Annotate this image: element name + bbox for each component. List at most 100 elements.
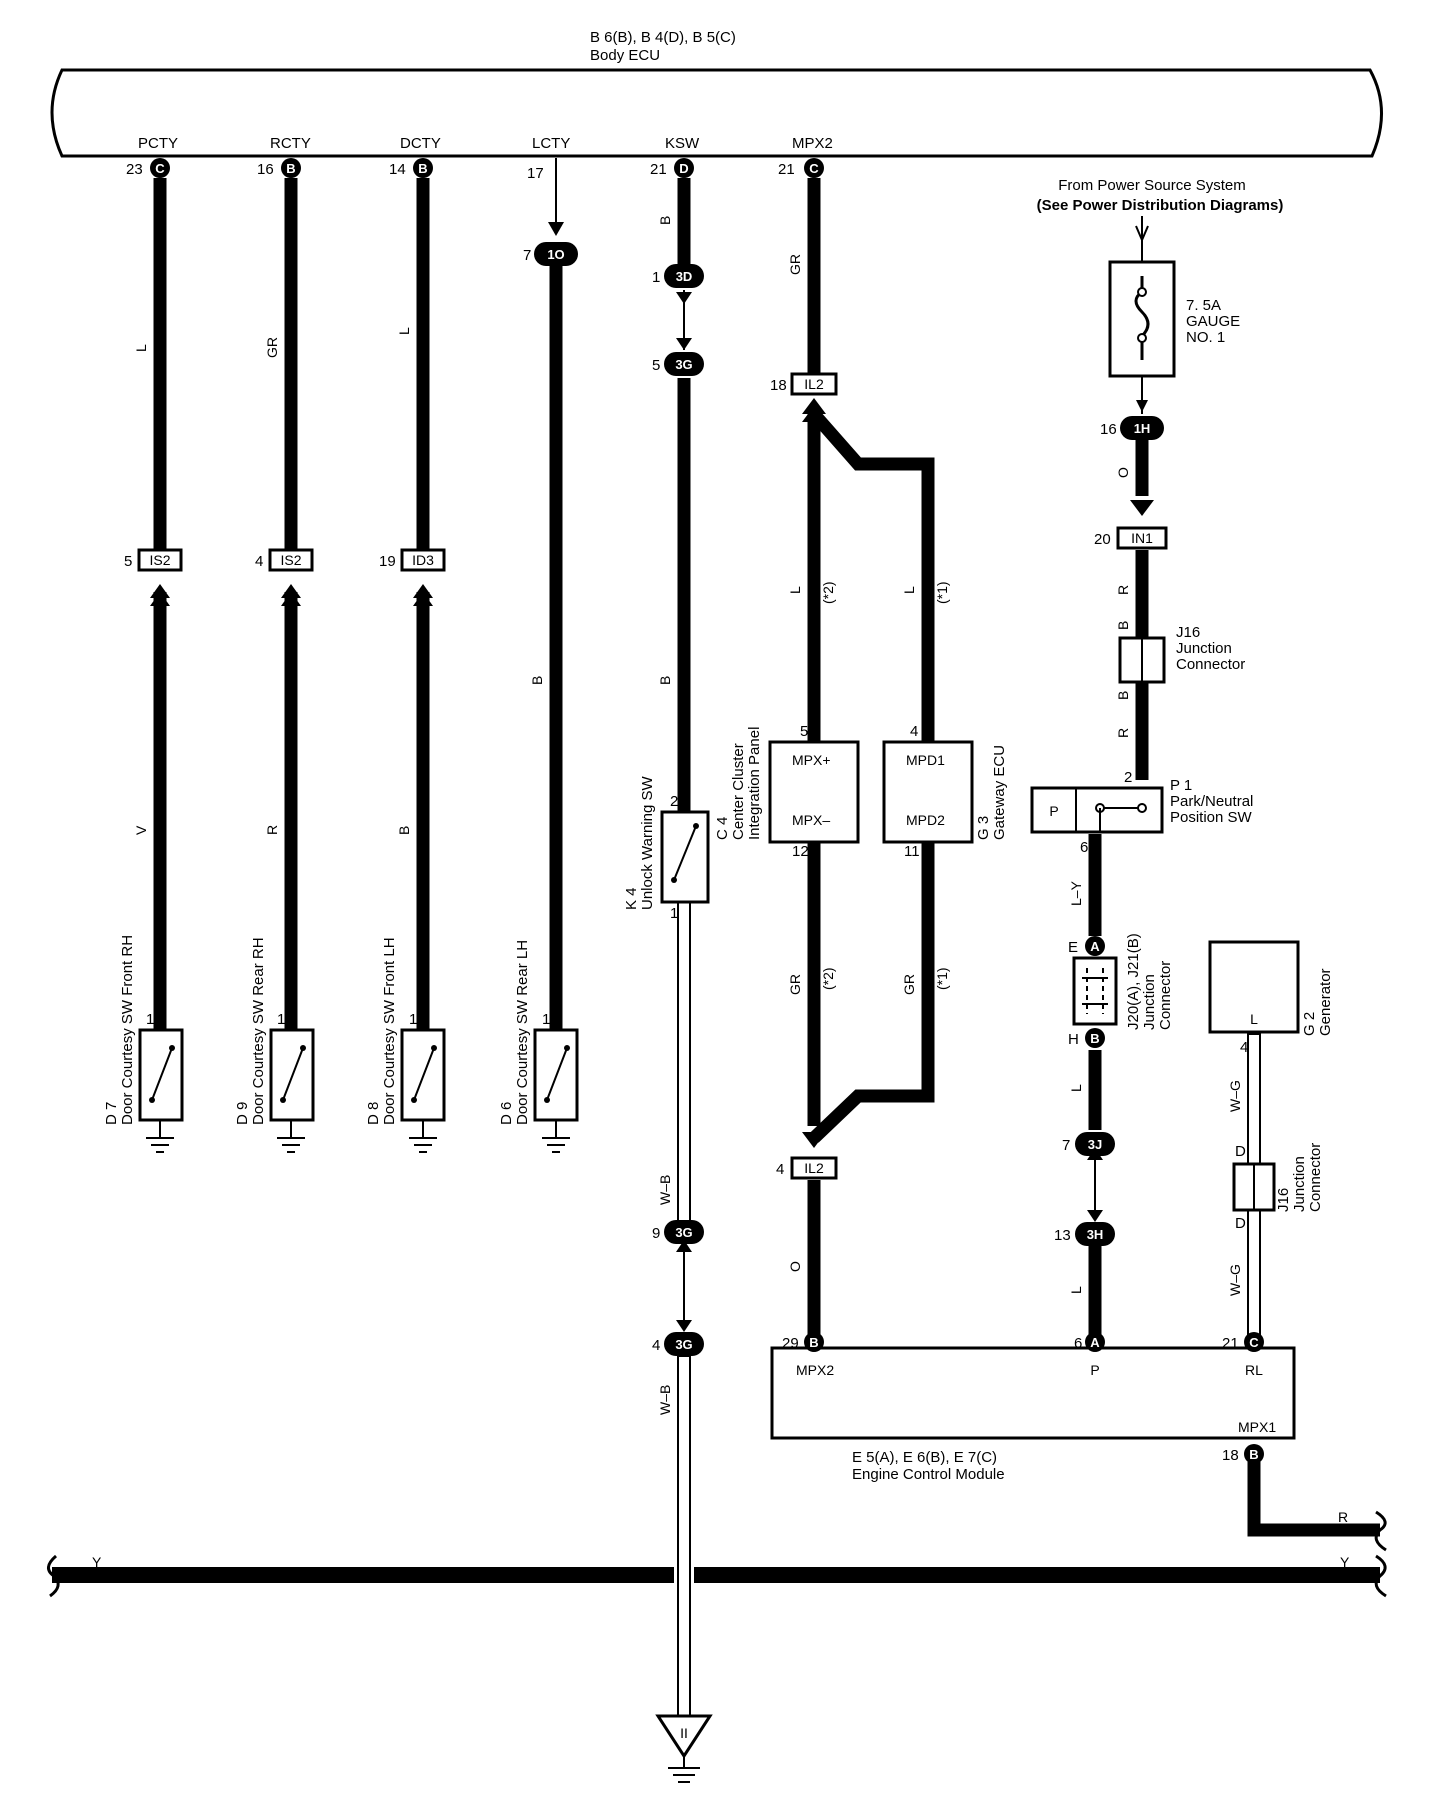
j16-bot-pin-bot: D <box>1235 1215 1246 1232</box>
j16-top-line1: Junction <box>1176 640 1232 657</box>
svg-text:II: II <box>680 1725 688 1741</box>
connector-id3: ID3 <box>400 548 446 572</box>
ecm-terminal-p: P <box>1090 1362 1099 1378</box>
svg-text:1H: 1H <box>1134 421 1151 436</box>
wire-color-ksw-top: B <box>657 216 673 225</box>
pin-k4-top: 2 <box>670 793 678 810</box>
gw-terminal-mpd2: MPD2 <box>906 812 945 828</box>
svg-text:B: B <box>286 161 295 176</box>
unlock-sw-name: Unlock Warning SW <box>639 776 656 910</box>
cc-line1: Center Cluster <box>730 743 747 840</box>
cc-line2: Integration Panel <box>746 727 763 840</box>
pin-lcty: 17 <box>527 165 544 182</box>
j16-bot-code: J16 <box>1275 1188 1292 1212</box>
terminal-ksw: KSW <box>665 135 700 152</box>
connector-3j: 3J <box>1075 1132 1115 1156</box>
unlock-sw-code: K 4 <box>623 887 640 910</box>
pn-line2: Position SW <box>1170 809 1253 826</box>
svg-text:L: L <box>1250 1011 1258 1027</box>
svg-text:B: B <box>1090 1031 1099 1046</box>
switch-name-d8: Door Courtesy SW Front LH <box>381 937 398 1125</box>
j20-pin-top: E <box>1068 939 1078 956</box>
fuse-name: GAUGE <box>1186 313 1240 330</box>
svg-text:IL2: IL2 <box>804 376 824 392</box>
pin-gw-top: 4 <box>910 723 918 740</box>
wire-rcty <box>281 178 301 1030</box>
svg-text:ID3: ID3 <box>412 552 434 568</box>
svg-text:IS2: IS2 <box>149 552 170 568</box>
body-ecu-terminals: PCTY RCTY DCTY LCTY KSW MPX2 <box>138 135 833 152</box>
connector-is2-a: IS2 <box>137 548 183 572</box>
cc-code: C 4 <box>714 817 731 840</box>
svg-text:A: A <box>1090 1335 1100 1350</box>
pin-rcty: 16 <box>257 161 274 178</box>
cc-terminal-mpx-minus: MPX– <box>792 812 830 828</box>
j16-bot-pin-top: D <box>1235 1143 1246 1160</box>
connector-is2-b: IS2 <box>268 548 314 572</box>
wire-pn <box>1087 834 1103 1336</box>
junction-j20 <box>1072 956 1118 1026</box>
pin-d6: 1 <box>542 1011 550 1028</box>
pin-in1: 20 <box>1094 531 1111 548</box>
svg-text:IN1: IN1 <box>1131 530 1153 546</box>
wire-color-mpx-right: L <box>901 586 917 594</box>
switch-code-d9: D 9 <box>234 1102 251 1125</box>
fuse-rating: 7. 5A <box>1186 297 1221 314</box>
wire-color-pcty: L <box>133 344 149 352</box>
connector-3d: 3D <box>664 264 704 288</box>
gateway-ecu: MPD1 MPD2 <box>882 740 974 844</box>
wire-color-bus-y-left: Y <box>92 1554 102 1570</box>
svg-text:3H: 3H <box>1087 1227 1104 1242</box>
pin-1o: 7 <box>523 247 531 264</box>
body-ecu-name: Body ECU <box>590 47 660 64</box>
note-mpx-right-low: (*1) <box>934 967 950 990</box>
svg-text:3G: 3G <box>675 357 692 372</box>
pin-gw-bot: 11 <box>904 843 920 860</box>
wire-color-ksw-low: W–B <box>657 1175 673 1205</box>
junction-j16-top <box>1118 636 1166 684</box>
ecm-pin-mpx1: 18 <box>1222 1447 1239 1464</box>
connector-3g-a: 3G <box>664 352 704 376</box>
wire-color-lcty: B <box>529 676 545 685</box>
generator-name: Generator <box>1317 968 1334 1036</box>
j16-bot-line2: Connector <box>1307 1143 1324 1212</box>
pn-pin-bot: 6 <box>1080 839 1088 856</box>
pin-id3: 19 <box>379 553 396 570</box>
ecu-conn-j20-a: A <box>1085 936 1105 956</box>
svg-text:B: B <box>809 1335 818 1350</box>
wire-color-gen-wg2: W–G <box>1227 1264 1243 1296</box>
door-switch-front-lh <box>400 1028 446 1153</box>
wire-color-mpx-bottom: O <box>787 1261 803 1272</box>
switch-code-d7: D 7 <box>103 1102 120 1125</box>
connector-il2-top: IL2 <box>790 372 838 396</box>
j16-top-code: J16 <box>1176 624 1200 641</box>
pin-3g-a: 5 <box>652 357 660 374</box>
pin-mpx2: 21 <box>778 161 795 178</box>
pin-k4-bot: 1 <box>670 905 678 922</box>
svg-text:C: C <box>1249 1335 1259 1350</box>
wire-color-pn-ly: L–Y <box>1068 880 1084 906</box>
wire-mpx1 <box>1247 1462 1387 1552</box>
ecm-block <box>770 1346 1296 1440</box>
ecm-conn-mpx1: B <box>1244 1444 1264 1464</box>
j20-line2: Connector <box>1157 961 1174 1030</box>
wire-pcty <box>150 178 170 1030</box>
wire-color-mpx1-r: R <box>1338 1509 1348 1525</box>
fuse-gauge <box>1108 260 1176 378</box>
cc-terminal-mpx-plus: MPX+ <box>792 752 831 768</box>
ecm-pin-p: 6 <box>1074 1335 1082 1352</box>
svg-text:C: C <box>809 161 819 176</box>
connector-1h: 1H <box>1120 416 1164 440</box>
pn-code: P 1 <box>1170 777 1192 794</box>
switch-code-d6: D 6 <box>498 1102 515 1125</box>
pin-3j: 7 <box>1062 1137 1070 1154</box>
j16-bot-line1: Junction <box>1291 1156 1308 1212</box>
wire-color-dcty-low: B <box>396 826 412 835</box>
pin-1h: 16 <box>1100 421 1117 438</box>
terminal-pcty: PCTY <box>138 135 178 152</box>
svg-text:3G: 3G <box>675 1337 692 1352</box>
power-source-line1: From Power Source System <box>1058 177 1246 194</box>
j20-line1: Junction <box>1141 974 1158 1030</box>
svg-text:B: B <box>418 161 427 176</box>
wire-color-gen-wg1: W–G <box>1227 1080 1243 1112</box>
